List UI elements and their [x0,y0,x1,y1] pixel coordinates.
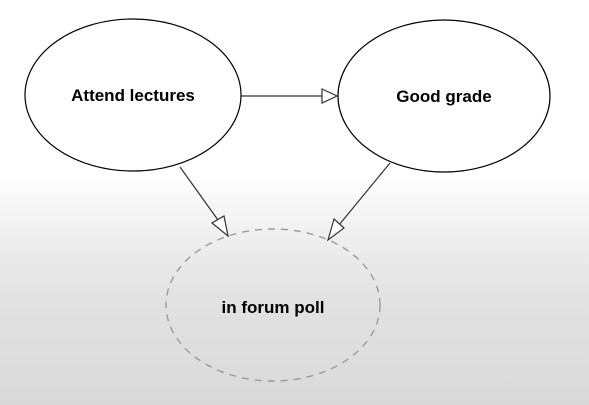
node-label-in-forum-poll: in forum poll [222,298,325,317]
edge-line [179,166,219,221]
edge-grade-to-poll [326,162,391,242]
edge-line [338,162,391,226]
arrowhead-icon [210,215,229,238]
node-attend-lectures: Attend lectures [24,18,242,172]
arrowhead-icon [321,88,339,104]
edge-attend-to-grade [241,88,339,104]
node-label-attend-lectures: Attend lectures [71,86,195,105]
node-good-grade: Good grade [337,19,551,173]
edge-attend-to-poll [179,166,229,238]
node-ellipse [24,18,242,172]
node-ellipse-dashed [165,228,381,382]
node-ellipse [337,19,551,173]
node-label-good-grade: Good grade [396,87,491,106]
node-in-forum-poll: in forum poll [165,228,381,382]
arrowhead-icon [326,217,345,242]
